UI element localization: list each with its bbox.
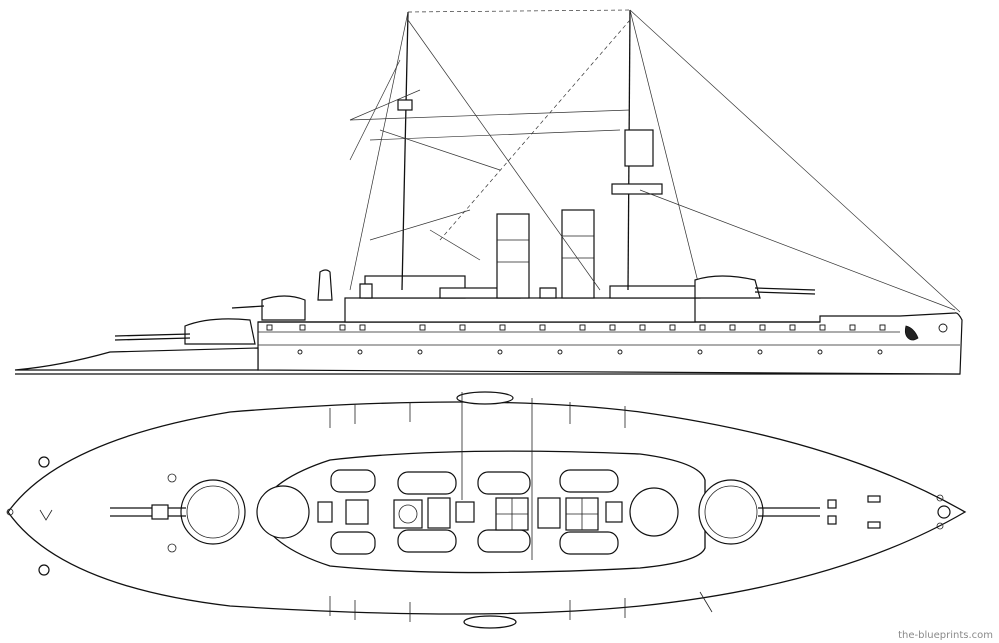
fore-turret-plan — [698, 479, 820, 545]
deck-houses — [330, 469, 619, 555]
fore-barbette-plan — [629, 487, 679, 537]
side-turrets — [114, 275, 816, 345]
boats-plan — [456, 391, 533, 629]
fore-turret — [694, 275, 761, 299]
hatches — [317, 497, 623, 531]
watermark-text: the-blueprints.com — [898, 630, 993, 641]
hull-side — [14, 312, 963, 375]
aft-gun-barrel — [114, 333, 191, 337]
aft-turret-plan — [110, 479, 246, 545]
aft-barbette-plan — [256, 485, 310, 539]
fore-gun-barrel — [754, 287, 816, 291]
superstructure — [344, 275, 701, 323]
hull-portholes — [266, 323, 948, 355]
masts — [397, 9, 663, 291]
bow-anchor-icon — [904, 325, 919, 341]
davits-plan — [329, 402, 713, 622]
side-profile-view — [14, 9, 963, 375]
stern-fittings — [6, 456, 177, 576]
rigging — [349, 9, 961, 313]
funnels — [496, 209, 595, 299]
bow-fittings — [827, 494, 951, 530]
aft-turret-upper — [261, 295, 306, 321]
plan-view — [6, 391, 967, 629]
aft-turret — [184, 318, 256, 345]
hull-outline-plan — [7, 401, 967, 615]
ventilators — [317, 269, 557, 301]
